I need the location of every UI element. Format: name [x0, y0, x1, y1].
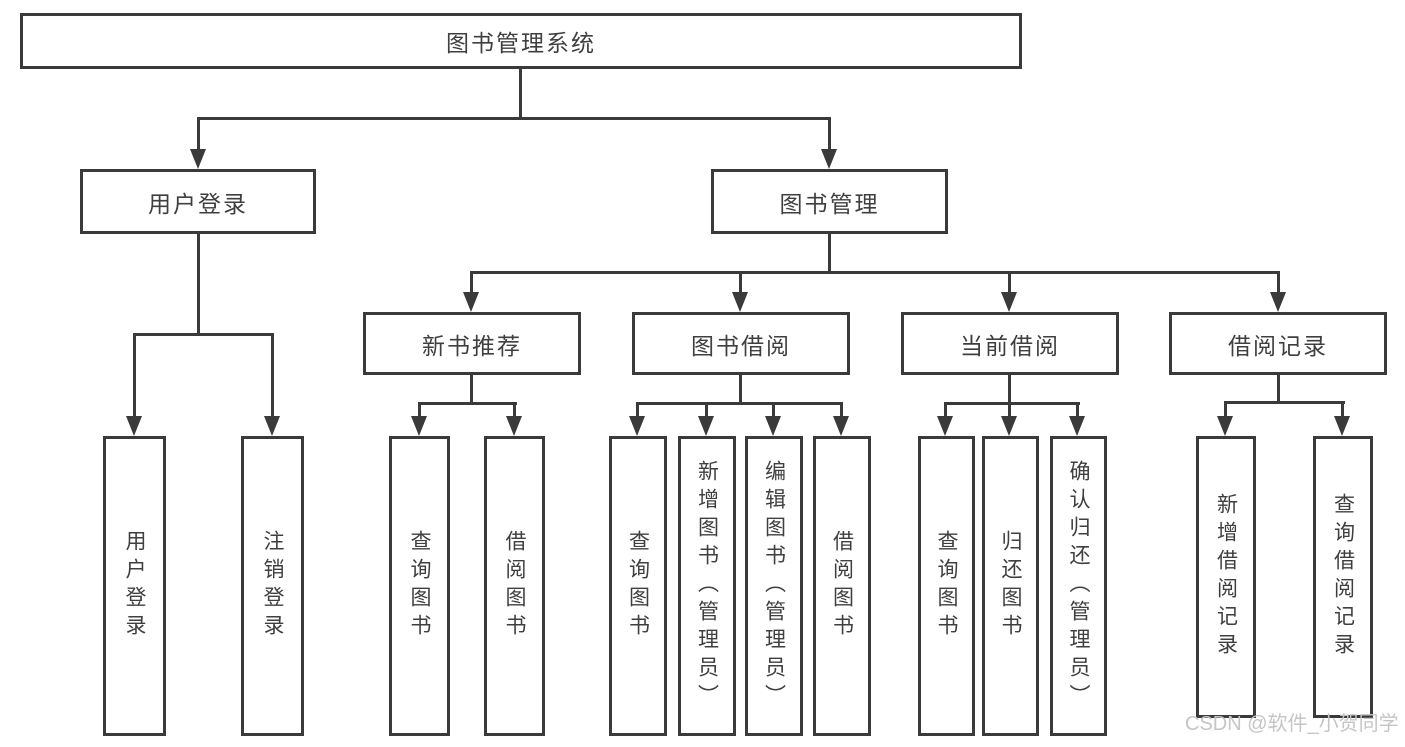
node-label: 用户登录 — [123, 530, 147, 642]
node-label: 图书管理系统 — [446, 30, 596, 56]
connector-leaf-line — [772, 404, 775, 417]
leaf-query-books-recommend: 查询图书 — [389, 436, 450, 736]
leaf-borrow-books-recommend: 借阅图书 — [484, 436, 545, 736]
arrowhead-down-icon — [126, 416, 142, 436]
leaf-edit-books-admin: 编辑图书（管理员） — [745, 436, 803, 736]
arrowhead-down-icon — [1270, 292, 1286, 312]
arrowhead-down-icon — [506, 416, 522, 436]
node-label: 图书借阅 — [691, 332, 791, 359]
connector-to-leaf-user-login — [133, 335, 136, 417]
connector-to-current-borrowing — [1008, 273, 1011, 293]
node-label: 归还图书 — [999, 530, 1023, 642]
connector-borrowing-records-trunk — [1277, 374, 1280, 404]
connector-to-book-management — [828, 119, 831, 150]
node-label: 查询图书 — [626, 530, 650, 642]
node-new-book-recommendation: 新书推荐 — [363, 312, 581, 375]
leaf-borrow-books: 借阅图书 — [813, 436, 871, 736]
node-label: 借阅图书 — [503, 530, 527, 642]
connector-leaf-line — [636, 404, 639, 417]
arrowhead-down-icon — [821, 149, 837, 169]
node-label: 当前借阅 — [960, 332, 1060, 359]
leaf-add-books-admin: 新增图书（管理员） — [678, 436, 736, 736]
node-label: 用户登录 — [148, 190, 248, 217]
node-label: 借阅图书 — [830, 530, 854, 642]
node-label: 借阅记录 — [1228, 332, 1328, 359]
leaf-add-borrow-record: 新增借阅记录 — [1196, 436, 1256, 718]
connector-to-new-book — [470, 273, 473, 293]
node-label: 查询图书 — [408, 530, 432, 642]
arrowhead-down-icon — [1001, 292, 1017, 312]
leaf-logout-login: 注销登录 — [241, 436, 304, 736]
arrowhead-down-icon — [765, 416, 781, 436]
connector-leaf-line — [1076, 404, 1079, 417]
connector-leaf-line — [513, 404, 516, 417]
connector-level3-bus — [470, 271, 1280, 274]
connector-to-borrowing-records — [1277, 273, 1280, 293]
connector-leaf-line — [1224, 403, 1227, 417]
arrowhead-down-icon — [732, 292, 748, 312]
connector-leaf-line — [1008, 404, 1011, 417]
arrowhead-down-icon — [1334, 416, 1350, 436]
csdn-watermark: CSDN @软件_小贺同学 — [1185, 713, 1399, 735]
connector-to-leaf-logout — [271, 335, 274, 417]
node-label: 编辑图书（管理员） — [762, 460, 786, 712]
node-label: 查询借阅记录 — [1331, 493, 1355, 661]
connector-borrowing-records-bus — [1224, 401, 1345, 404]
node-current-borrowing: 当前借阅 — [901, 312, 1119, 375]
node-borrowing-records: 借阅记录 — [1169, 312, 1387, 375]
arrowhead-down-icon — [463, 292, 479, 312]
leaf-confirm-return-admin: 确认归还（管理员） — [1050, 436, 1107, 736]
arrowhead-down-icon — [1001, 416, 1017, 436]
node-label: 新增借阅记录 — [1214, 493, 1238, 661]
arrowhead-down-icon — [1217, 416, 1233, 436]
node-library-management-system: 图书管理系统 — [20, 13, 1022, 69]
leaf-return-books: 归还图书 — [982, 436, 1039, 736]
leaf-user-login: 用户登录 — [103, 436, 166, 736]
arrowhead-down-icon — [629, 416, 645, 436]
node-label: 新增图书（管理员） — [695, 460, 719, 712]
arrowhead-down-icon — [190, 149, 206, 169]
connector-leaf-line — [1341, 403, 1344, 417]
node-book-borrowing: 图书借阅 — [632, 312, 850, 375]
connector-level2-bus — [197, 117, 831, 120]
leaf-query-borrow-record: 查询借阅记录 — [1313, 436, 1373, 718]
connector-leaf-line — [418, 404, 421, 417]
node-label: 注销登录 — [261, 530, 285, 642]
connector-current-borrowing-bus — [944, 402, 1080, 405]
connector-current-borrowing-trunk — [1008, 374, 1011, 405]
arrowhead-down-icon — [264, 416, 280, 436]
connector-new-book-bus — [418, 402, 517, 405]
arrowhead-down-icon — [937, 416, 953, 436]
connector-book-management-trunk — [828, 233, 831, 274]
connector-leaf-line — [840, 404, 843, 417]
connector-book-borrowing-bus — [636, 402, 843, 405]
connector-book-borrowing-trunk — [739, 374, 742, 405]
node-label: 图书管理 — [779, 190, 880, 217]
node-label: 确认归还（管理员） — [1067, 460, 1091, 712]
arrowhead-down-icon — [833, 416, 849, 436]
node-label: 新书推荐 — [422, 332, 522, 359]
connector-to-book-borrowing — [739, 273, 742, 293]
connector-new-book-trunk — [470, 374, 473, 405]
leaf-query-books-borrowing: 查询图书 — [609, 436, 667, 736]
connector-user-login-bus — [133, 333, 274, 336]
node-user-login: 用户登录 — [80, 169, 316, 234]
connector-user-login-trunk — [197, 233, 200, 335]
arrowhead-down-icon — [698, 416, 714, 436]
leaf-query-books-current: 查询图书 — [918, 436, 975, 736]
connector-leaf-line — [944, 404, 947, 417]
connector-root-trunk — [519, 69, 522, 119]
arrowhead-down-icon — [411, 416, 427, 436]
node-label: 查询图书 — [935, 530, 959, 642]
connector-to-user-login — [197, 119, 200, 150]
connector-leaf-line — [705, 404, 708, 417]
node-book-management: 图书管理 — [711, 169, 948, 234]
arrowhead-down-icon — [1069, 416, 1085, 436]
